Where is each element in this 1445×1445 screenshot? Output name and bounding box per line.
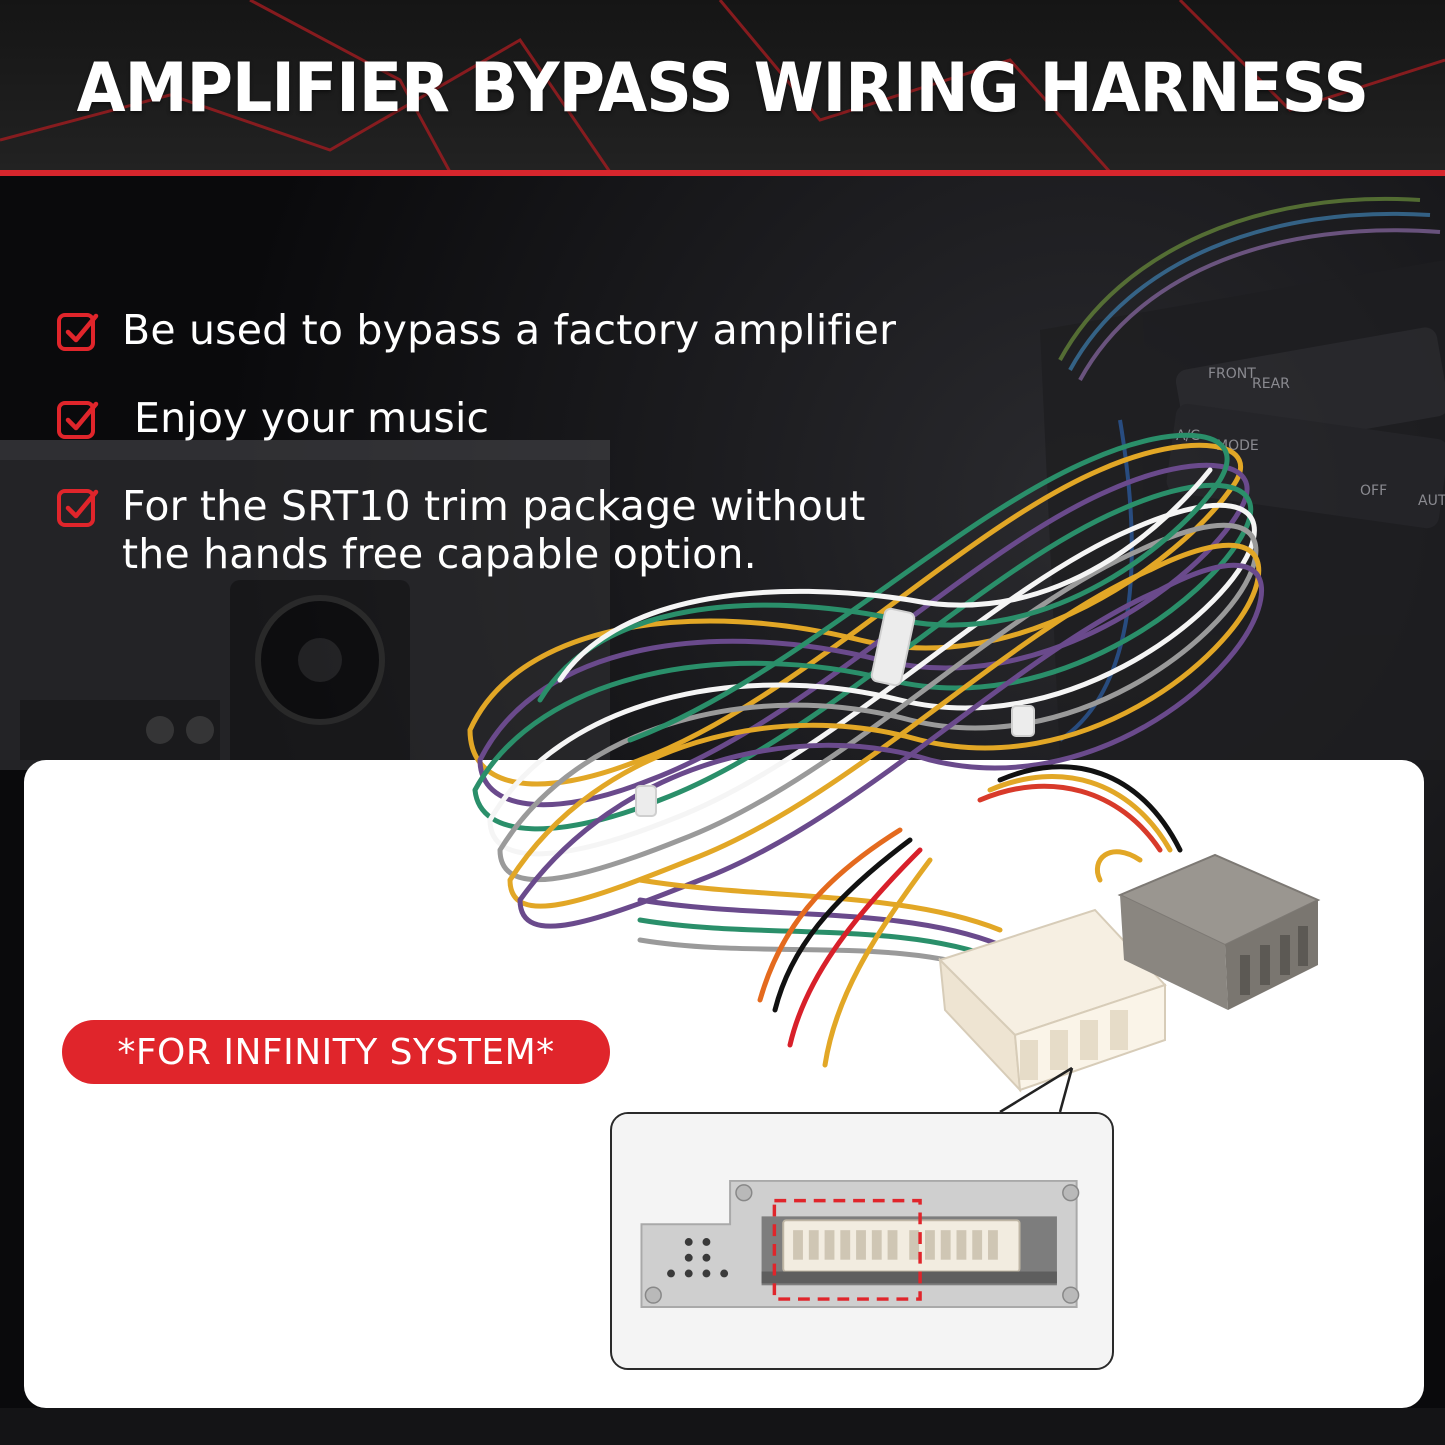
infinity-system-badge: *FOR INFINITY SYSTEM* xyxy=(62,1020,610,1084)
feature-text-line: the hands free capable option. xyxy=(122,530,757,578)
feature-text-line: For the SRT10 trim package without xyxy=(122,482,866,530)
page-title: AMPLIFIER BYPASS WIRING HARNESS xyxy=(76,48,1369,128)
mode-label: MODE xyxy=(1216,438,1259,454)
feature-text: Be used to bypass a factory amplifier xyxy=(122,306,897,354)
feature-text: For the SRT10 trim package without the h… xyxy=(122,482,866,578)
off-label: OFF xyxy=(1360,483,1387,499)
feature-item: For the SRT10 trim package without the h… xyxy=(56,482,956,578)
header: AMPLIFIER BYPASS WIRING HARNESS xyxy=(0,0,1445,176)
rear-label: REAR xyxy=(1252,376,1290,392)
front-label: FRONT xyxy=(1208,366,1256,382)
checkbox-icon xyxy=(57,313,99,351)
amplifier-port-inset xyxy=(610,1112,1114,1370)
feature-item: Be used to bypass a factory amplifier xyxy=(56,306,896,354)
checkbox-icon xyxy=(57,401,99,439)
ac-label: A/C xyxy=(1176,428,1200,444)
auto-label: AUTO xyxy=(1418,493,1445,509)
amplifier-port-image xyxy=(613,1114,1111,1368)
header-divider xyxy=(0,170,1445,176)
feature-text: Enjoy your music xyxy=(134,394,490,442)
checkbox-icon xyxy=(57,489,99,527)
feature-item: Enjoy your music xyxy=(56,394,489,442)
